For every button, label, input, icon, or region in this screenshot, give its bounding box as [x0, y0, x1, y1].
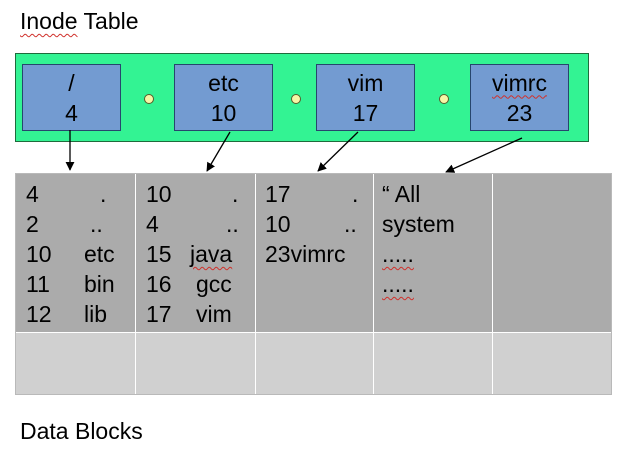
inode-vim: vim 17 [316, 64, 415, 131]
etc-entry-num: 10 [146, 181, 172, 207]
etc-entry-name: java [190, 241, 233, 267]
inode-table-title: Inode Table [20, 6, 139, 36]
data-block-vimrc: “ All system ..... ..... [374, 174, 493, 333]
root-entry-num: 2 [26, 211, 39, 237]
inode-connector-dot-3 [439, 94, 449, 104]
vim-entry-name: . [352, 181, 359, 207]
data-block-unused [16, 333, 136, 394]
vimrc-content-line: “ All [382, 181, 421, 207]
inode-table-title-rest: Table [77, 8, 139, 34]
vim-entry-num: 23vimrc [265, 241, 346, 267]
inode-etc: etc 10 [174, 64, 273, 131]
root-entry-name: lib [84, 301, 108, 327]
inode-vim-number: 17 [352, 99, 379, 126]
inode-etc-number: 10 [210, 99, 237, 126]
vim-entry-num: 10 [265, 211, 291, 237]
data-block-empty [493, 174, 611, 333]
data-block-unused [136, 333, 256, 394]
data-block-root: 4 . 2 .. 10 etc 11 bin 12 lib [16, 174, 136, 333]
root-entry-name: bin [84, 271, 115, 297]
root-entry-num: 11 [26, 271, 50, 297]
data-blocks-grid: 4 . 2 .. 10 etc 11 bin 12 lib 10 . 4 .. … [15, 173, 612, 395]
root-entry-num: 10 [26, 241, 52, 267]
etc-entry-name: vim [196, 301, 232, 327]
root-entry-name: etc [84, 241, 115, 267]
data-block-unused [493, 333, 611, 394]
inode-connector-dot-2 [291, 94, 301, 104]
inode-table-panel: / 4 etc 10 vim 17 vimrc 23 [15, 53, 589, 142]
etc-entry-name: . [232, 181, 239, 207]
data-block-unused [374, 333, 493, 394]
inode-etc-name: etc [208, 69, 239, 96]
root-entry-num: 4 [26, 181, 39, 207]
arrow-vim-to-block [317, 131, 359, 172]
data-block-vim: 17 . 10 .. 23vimrc [256, 174, 374, 333]
etc-entry-num: 17 [146, 301, 172, 327]
vim-entry-num: 17 [265, 181, 291, 207]
root-entry-name: . [100, 181, 107, 207]
vimrc-content-line: ..... [382, 271, 414, 297]
data-block-unused [256, 333, 374, 394]
etc-entry-name: gcc [196, 271, 232, 297]
data-block-etc: 10 . 4 .. 15 java 16 gcc 17 vim [136, 174, 256, 333]
root-entry-name: .. [90, 211, 103, 237]
etc-entry-name: .. [226, 211, 239, 237]
arrow-etc-to-block [206, 131, 231, 172]
inode-vim-name: vim [347, 69, 384, 96]
inode-vimrc-name: vimrc [492, 69, 547, 96]
inode-vimrc-number: 23 [506, 99, 533, 126]
inode-table-title-word: Inode [20, 8, 78, 34]
etc-entry-num: 4 [146, 211, 159, 237]
vimrc-content-line: system [382, 211, 455, 237]
data-blocks-label: Data Blocks [20, 418, 143, 444]
inode-connector-dot-1 [144, 94, 154, 104]
inode-root-name: / [68, 69, 75, 96]
etc-entry-num: 15 [146, 241, 172, 267]
inode-root-number: 4 [65, 99, 78, 126]
vim-entry-name: .. [344, 211, 357, 237]
inode-vimrc: vimrc 23 [470, 64, 569, 131]
inode-root: / 4 [22, 64, 121, 131]
root-entry-num: 12 [26, 301, 52, 327]
etc-entry-num: 16 [146, 271, 172, 297]
arrow-vimrc-to-block [445, 137, 523, 173]
vimrc-content-line: ..... [382, 241, 414, 267]
